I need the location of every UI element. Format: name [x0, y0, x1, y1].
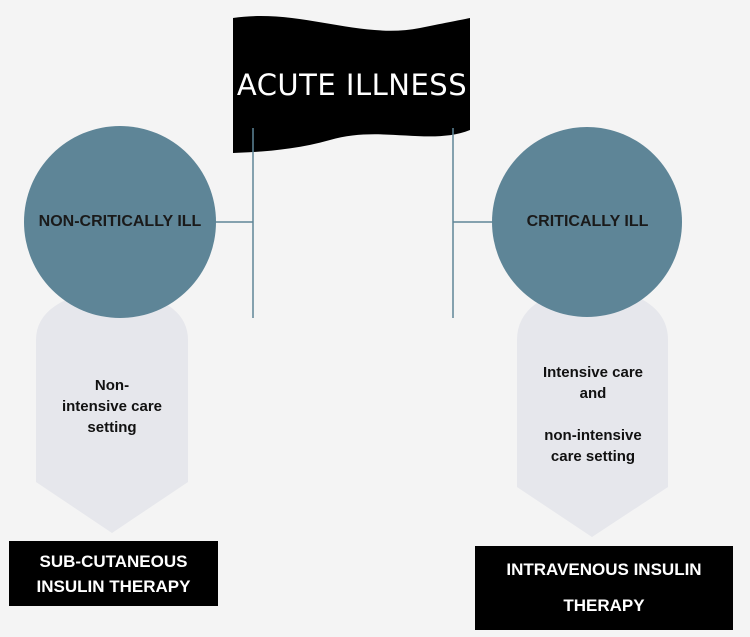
right-setting-line: and — [579, 384, 607, 402]
left-circle-label: NON-CRITICALLY ILL — [38, 213, 202, 230]
left-setting-line: Non- — [94, 376, 130, 394]
flag-title: ACUTE ILLNESS — [236, 68, 468, 102]
right-setting-label: Intensive care and non-intensive care se… — [522, 360, 664, 468]
right-setting-shield — [517, 285, 668, 537]
right-therapy-line: INTRAVENOUS INSULIN — [506, 560, 702, 579]
right-therapy-line: THERAPY — [563, 596, 645, 615]
left-therapy-box: SUB-CUTANEOUS INSULIN THERAPY — [9, 541, 218, 606]
left-setting-shield — [36, 288, 188, 533]
right-circle-label: CRITICALLY ILL — [526, 213, 649, 230]
right-setting-line: non-intensive — [544, 426, 642, 444]
right-circle — [492, 127, 682, 317]
right-therapy-box: INTRAVENOUS INSULIN THERAPY — [475, 546, 733, 630]
right-setting-line: care setting — [550, 447, 636, 465]
left-therapy-line: SUB-CUTANEOUS — [39, 551, 188, 571]
left-setting-line: intensive care — [61, 397, 163, 415]
left-circle — [24, 126, 216, 318]
left-setting-label: Non- intensive care setting — [50, 374, 174, 438]
left-setting-line: setting — [87, 418, 137, 436]
left-therapy-line: INSULIN THERAPY — [36, 576, 191, 596]
flag-banner — [233, 16, 470, 153]
right-setting-line: Intensive care — [542, 363, 644, 381]
